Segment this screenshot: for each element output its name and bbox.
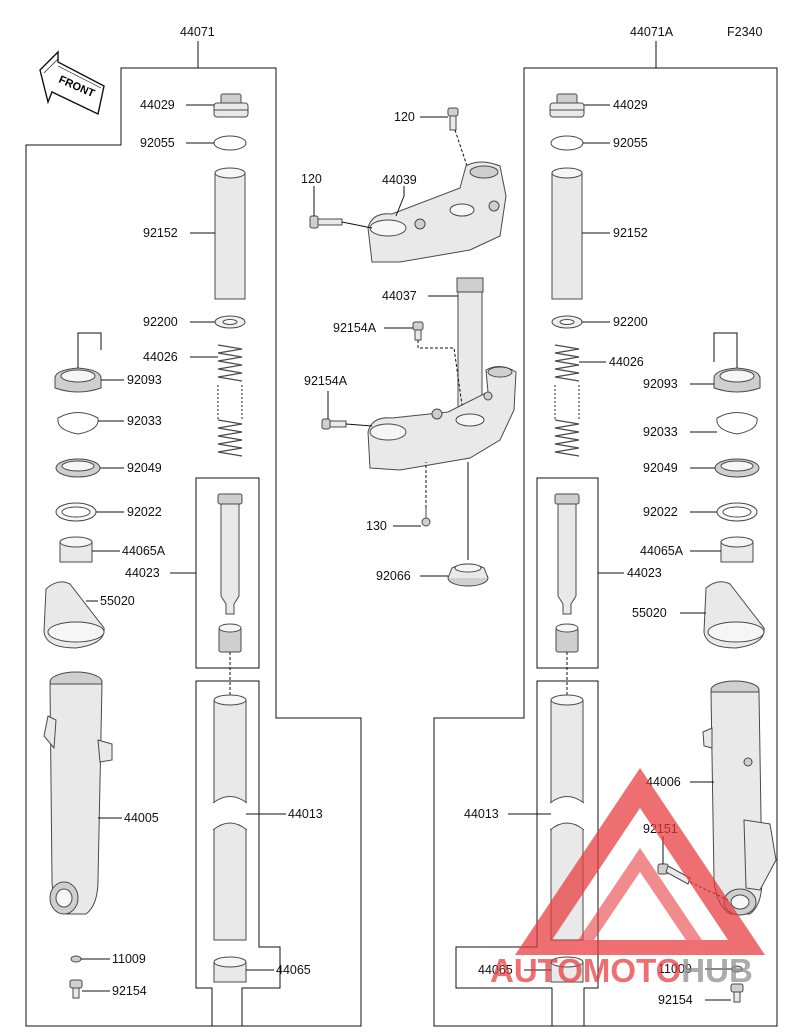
label-92200-right: 92200: [613, 315, 648, 329]
label-44029-right: 44029: [613, 98, 648, 112]
label-92200-left: 92200: [143, 315, 178, 329]
right-assembly-number: 44071A: [630, 25, 674, 39]
outer-tube-left: [43, 671, 113, 915]
fork-guard-left: [43, 581, 105, 649]
fork-guard-right: [703, 581, 765, 649]
label-92049-right: 92049: [643, 461, 678, 475]
spacer-tube-right: [551, 167, 583, 300]
bolt-92154A-upper: [412, 321, 424, 341]
label-92152-left: 92152: [143, 226, 178, 240]
label-44005-left: 44005: [124, 811, 159, 825]
label-92154-left: 92154: [112, 984, 147, 998]
label-92033-left: 92033: [127, 414, 162, 428]
fork-spring-right: [554, 344, 580, 457]
label-44023-right: 44023: [627, 566, 662, 580]
label-11009-right: 11009: [658, 962, 692, 976]
label-92055-left: 92055: [140, 136, 175, 150]
label-92022-right: 92022: [643, 505, 678, 519]
bolt-92154-right: [730, 983, 744, 1003]
label-130: 130: [366, 519, 387, 533]
label-92093-right: 92093: [643, 377, 678, 391]
cylinder-unit-left: [217, 493, 243, 653]
label-92093-left: 92093: [127, 373, 162, 387]
figure-code: F2340: [727, 25, 762, 39]
label-92152-right: 92152: [613, 226, 648, 240]
label-92049-left: 92049: [127, 461, 162, 475]
cylinder-unit-right: [554, 493, 580, 653]
label-44026-right: 44026: [609, 355, 644, 369]
left-assembly-number: 44071: [180, 25, 215, 39]
watermark-text-auto: AUTO: [490, 952, 583, 989]
label-92066: 92066: [376, 569, 411, 583]
spacer-tube-left: [214, 167, 246, 300]
watermark-logo: AUTOMOTOHUB: [490, 768, 765, 989]
label-92154A-lower: 92154A: [304, 374, 348, 388]
steering-stem: [367, 277, 517, 471]
oil-seal-right: [713, 332, 761, 393]
right-fork-assembly: 44071A: [433, 25, 778, 1027]
fork-cap-bolt-left: [213, 93, 249, 118]
label-44065A-right: 44065A: [640, 544, 684, 558]
label-120-side: 120: [301, 172, 322, 186]
upper-bracket: [367, 161, 507, 263]
label-44065-left: 44065: [276, 963, 311, 977]
front-arrow-icon: FRONT: [39, 50, 105, 116]
label-44065-right: 44065: [478, 963, 513, 977]
watermark-text-moto: MOTO: [583, 952, 681, 989]
bolt-130: [421, 508, 431, 527]
label-44037: 44037: [382, 289, 417, 303]
label-55020-right: 55020: [632, 606, 667, 620]
label-44039: 44039: [382, 173, 417, 187]
left-fork-assembly: 44071: [25, 25, 362, 1027]
steering-stem-group: 120 120 44039 44037 92154A 92154A 130 92…: [301, 107, 517, 587]
label-92022-left: 92022: [127, 505, 162, 519]
bolt-120-side: [309, 215, 343, 229]
fork-cap-bolt-right: [549, 93, 585, 118]
outer-tube-right: [702, 680, 777, 916]
inner-tube-left: [212, 694, 248, 941]
label-44013-left: 44013: [288, 807, 323, 821]
label-55020-left: 55020: [100, 594, 135, 608]
label-44026-left: 44026: [143, 350, 178, 364]
label-92154A-upper: 92154A: [333, 321, 377, 335]
label-92055-right: 92055: [613, 136, 648, 150]
bolt-120-top: [447, 107, 459, 131]
label-44065A-left: 44065A: [122, 544, 166, 558]
label-44029-left: 44029: [140, 98, 175, 112]
label-44013-right: 44013: [464, 807, 499, 821]
label-11009-left: 11009: [112, 952, 146, 966]
svg-text:AUTOMOTOHUB: AUTOMOTOHUB: [490, 952, 753, 989]
oil-seal-left: [54, 332, 102, 393]
bolt-92154A-lower: [321, 418, 347, 430]
label-92154-right: 92154: [658, 993, 693, 1007]
label-92033-right: 92033: [643, 425, 678, 439]
label-44006-right: 44006: [646, 775, 681, 789]
bolt-92154-left: [69, 979, 83, 999]
watermark-text-hub: HUB: [681, 952, 753, 989]
label-44023-left: 44023: [125, 566, 160, 580]
bearing-seal: [447, 563, 489, 587]
fork-spring-left: [217, 344, 243, 457]
label-120-top: 120: [394, 110, 415, 124]
